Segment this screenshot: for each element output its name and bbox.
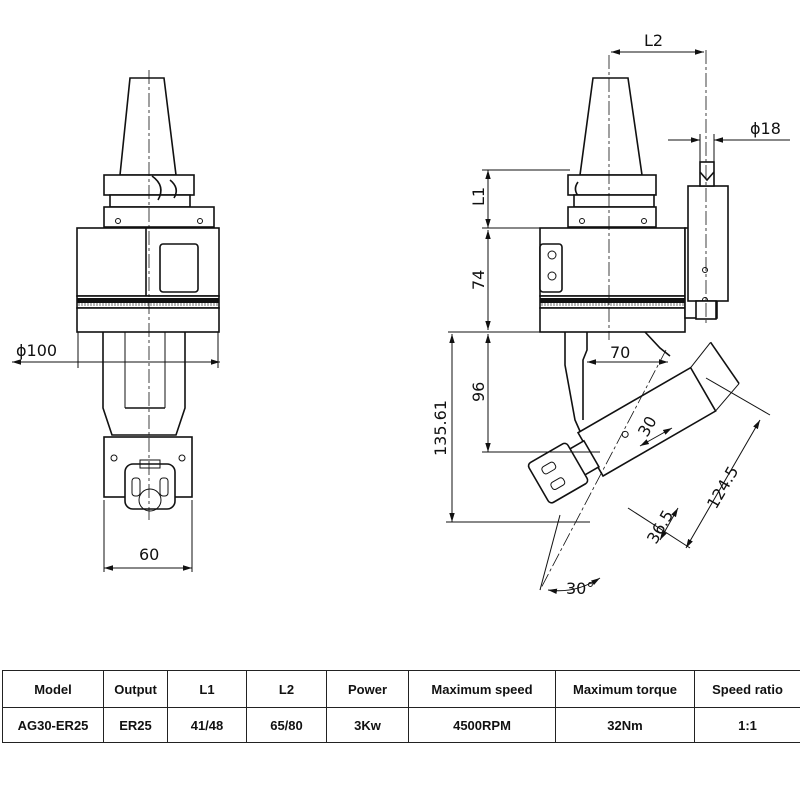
table-header-row: Model Output L1 L2 Power Maximum speed M… bbox=[2, 670, 800, 708]
header-power: Power bbox=[326, 670, 409, 708]
header-l1: L1 bbox=[167, 670, 247, 708]
table-row: AG30-ER25 ER25 41/48 65/80 3Kw 4500RPM 3… bbox=[2, 707, 800, 743]
dim-96: 96 bbox=[469, 382, 488, 402]
header-max-torque: Maximum torque bbox=[555, 670, 695, 708]
cell-model: AG30-ER25 bbox=[2, 707, 104, 743]
header-max-speed: Maximum speed bbox=[408, 670, 556, 708]
dim-angle-30: 30° bbox=[566, 579, 594, 598]
header-l2: L2 bbox=[246, 670, 327, 708]
cell-l2: 65/80 bbox=[246, 707, 327, 743]
technical-drawing: ϕ100 60 bbox=[12, 31, 790, 598]
left-dimensions: ϕ100 60 bbox=[12, 332, 220, 572]
dim-135-61: 135.61 bbox=[431, 400, 450, 456]
spec-table: Model Output L1 L2 Power Maximum speed M… bbox=[2, 670, 800, 743]
front-view bbox=[76, 70, 220, 520]
header-output: Output bbox=[103, 670, 168, 708]
dim-74: 74 bbox=[469, 270, 488, 290]
cell-max-speed: 4500RPM bbox=[408, 707, 556, 743]
header-speed-ratio: Speed ratio bbox=[694, 670, 800, 708]
dim-60: 60 bbox=[139, 545, 159, 564]
cell-l1: 41/48 bbox=[167, 707, 247, 743]
cell-power: 3Kw bbox=[326, 707, 409, 743]
cell-max-torque: 32Nm bbox=[555, 707, 695, 743]
cell-speed-ratio: 1:1 bbox=[694, 707, 800, 743]
side-view bbox=[527, 50, 740, 591]
dim-70: 70 bbox=[610, 343, 630, 362]
dim-phi18: ϕ18 bbox=[750, 119, 781, 138]
dim-phi100: ϕ100 bbox=[16, 341, 57, 360]
dim-36-5: 36.5 bbox=[643, 507, 677, 547]
cell-output: ER25 bbox=[103, 707, 168, 743]
dim-l1: L1 bbox=[469, 187, 488, 206]
dim-124-5: 124.5 bbox=[703, 463, 742, 512]
header-model: Model bbox=[2, 670, 104, 708]
dim-l2: L2 bbox=[644, 31, 663, 50]
